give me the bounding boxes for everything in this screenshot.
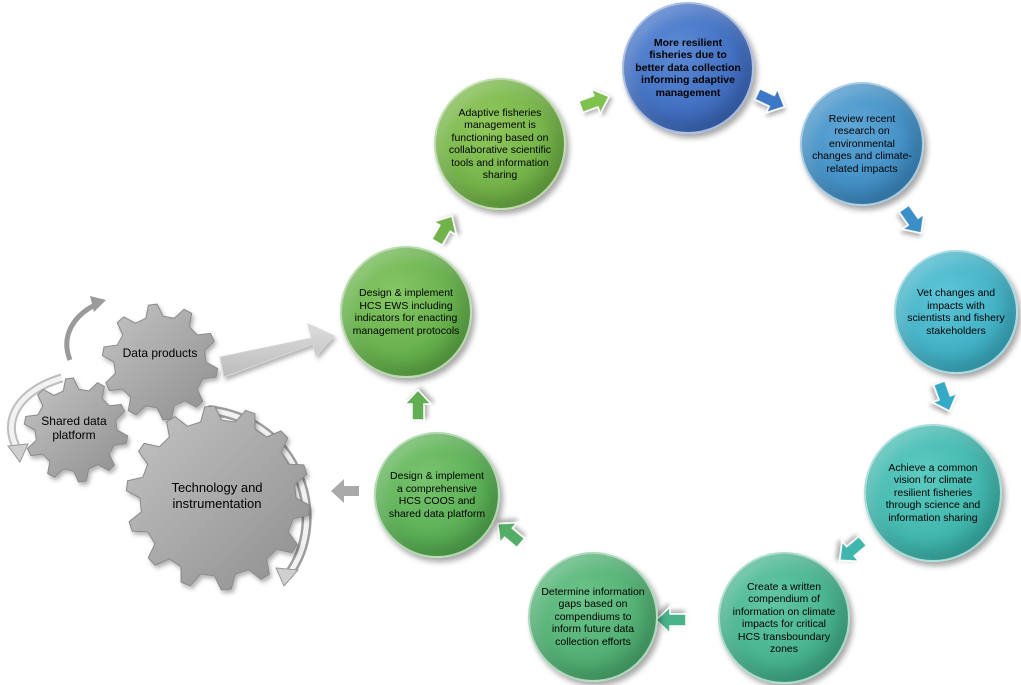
cycle-step-9-text: Adaptive fisheries management is functio… (448, 106, 552, 182)
gear-label-shared-platform: Shared data platform (41, 414, 107, 442)
cycle-step-5-text: Create a written compendium of informati… (732, 580, 836, 656)
gear-icon (125, 405, 311, 591)
gear-label-data-products: Data products (122, 346, 198, 360)
cycle-step-5: Create a written compendium of informati… (718, 552, 850, 684)
cycle-step-4-text: Achieve a common vision for climate resi… (885, 461, 981, 524)
gear-label-technology: Technology and instrumentation (171, 480, 263, 511)
cycle-step-8-text: Design & implement HCS EWS including ind… (352, 287, 460, 337)
cycle-arrow-icon (577, 87, 611, 116)
gear-icon (101, 303, 219, 421)
cycle-arrow-icon (898, 204, 925, 235)
cycle-step-6-text: Determine information gaps based on comp… (541, 585, 645, 648)
curved-arrow-top (63, 296, 106, 362)
cycle-step-3: Vet changes and impacts with scientists … (894, 250, 1018, 374)
cycle-step-2-text: Review recent research on environmental … (812, 112, 912, 175)
arrow-to-cycle (219, 323, 335, 378)
gear-shape (125, 405, 311, 591)
cycle-step-8: Design & implement HCS EWS including ind… (340, 246, 472, 378)
gear-icon (23, 377, 129, 483)
cycle-arrow-icon (838, 535, 868, 563)
cycle-step-3-text: Vet changes and impacts with scientists … (907, 287, 1005, 337)
cycle-arrow-icon (403, 388, 433, 421)
curved-arrow-left (6, 373, 64, 463)
arrow-to-gears (331, 479, 359, 503)
cycle-step-1: More resilient fisheries due to better d… (622, 2, 754, 134)
cycle-step-1-text: More resilient fisheries due to better d… (635, 36, 741, 99)
cycle-step-9: Adaptive fisheries management is functio… (434, 78, 566, 210)
cycle-arrow-icon (753, 87, 786, 114)
gear-shape (23, 377, 129, 483)
cycle-arrow-icon (654, 605, 687, 635)
cycle-step-7: Design & implement a comprehensive HCS C… (374, 432, 500, 558)
cycle-step-4: Achieve a common vision for climate resi… (864, 424, 1002, 562)
cycle-step-2: Review recent research on environmental … (800, 82, 924, 206)
cycle-arrow-icon (930, 379, 959, 413)
cycle-step-6: Determine information gaps based on comp… (528, 552, 658, 682)
cycle-arrow-icon (496, 521, 526, 549)
gear-shape (101, 303, 219, 421)
cycle-step-7-text: Design & implement a comprehensive HCS C… (388, 470, 486, 520)
cycle-arrow-icon (430, 215, 458, 247)
